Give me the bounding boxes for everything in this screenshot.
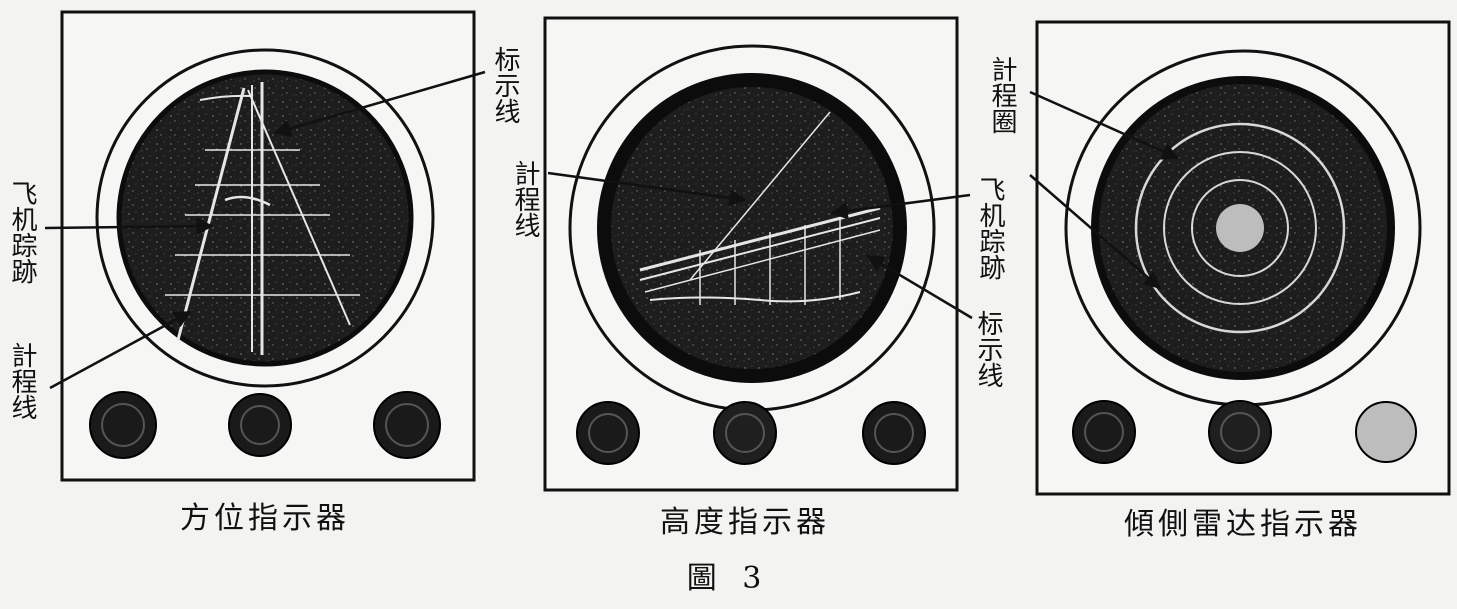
knob-2[interactable] [1208,400,1272,464]
marker-line-arrow [273,70,486,138]
scope-screen [116,69,414,367]
marker-line-label: 标示线 [490,46,520,124]
height-indicator-panel: 計程线 飞机踪跡 标示线 高度指示器 [510,16,1005,540]
knob-1[interactable] [89,391,157,459]
range-circle-label: 計程圈 [987,56,1017,134]
control-knobs [576,401,926,465]
scope-trace [165,82,360,355]
range-line-arrow [547,171,747,207]
aircraft-track-label: 飞机踪跡 [7,180,37,284]
knob-1[interactable] [576,401,640,465]
range-line-arrow [49,310,192,390]
range-circle-arrow-2 [1029,174,1162,290]
range-line-label: 計程线 [510,160,540,238]
figure-number: 圖 3 [687,561,770,596]
marker-line-arrow [866,254,973,320]
knob-1[interactable] [1072,400,1136,464]
knob-3[interactable] [1355,401,1417,463]
tilt-radar-indicator-panel: 計程圈 傾側雷达指示器 [987,20,1451,542]
aircraft-track-arrow [44,217,214,235]
knob-3[interactable] [862,401,926,465]
scope-screen [597,73,907,383]
knob-3[interactable] [373,391,441,459]
height-indicator-caption: 高度指示器 [660,505,830,540]
control-knobs [89,391,441,459]
aircraft-track-arrow [830,193,971,220]
azimuth-indicator-panel: 标示线 飞机踪跡 計程线 方位指示器 [7,10,520,536]
marker-line-label: 标示线 [973,310,1003,388]
range-circle-arrow-1 [1029,90,1180,160]
tilt-radar-indicator-caption: 傾側雷达指示器 [1124,507,1362,542]
aircraft-track-label: 飞机踪跡 [975,176,1005,280]
control-knobs [1072,400,1417,464]
range-circles [1134,122,1346,334]
knob-2[interactable] [713,401,777,465]
knob-2[interactable] [228,393,292,457]
azimuth-indicator-caption: 方位指示器 [180,501,350,536]
range-line-label: 計程线 [7,342,37,420]
